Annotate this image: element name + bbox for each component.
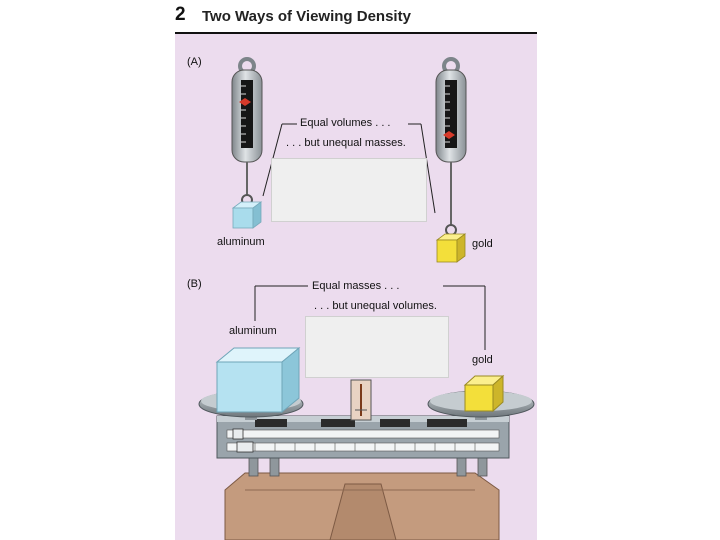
part-a-placeholder-box xyxy=(271,158,427,222)
gold-cube-large xyxy=(463,374,505,413)
gold-cube-small xyxy=(435,233,467,263)
figure-number: 2 xyxy=(175,4,186,25)
aluminum-cube-large xyxy=(215,346,301,414)
figure-title: Two Ways of Viewing Density xyxy=(202,8,411,25)
part-b-aluminum-label: aluminum xyxy=(229,325,277,337)
figure-header xyxy=(175,0,537,34)
spring-scale-left xyxy=(231,57,263,206)
part-b-placeholder-box xyxy=(305,316,449,378)
spring-scale-right xyxy=(435,57,467,236)
balance-pointer xyxy=(350,379,372,421)
part-b-line1: Equal masses . . . xyxy=(312,280,400,292)
part-a-aluminum-label: aluminum xyxy=(217,236,265,248)
part-b-gold-label: gold xyxy=(472,354,493,366)
part-a-gold-label: gold xyxy=(472,238,493,250)
bracket-b xyxy=(254,285,486,350)
header-rule xyxy=(175,32,537,34)
part-a-line1: Equal volumes . . . xyxy=(300,117,391,129)
balance-base xyxy=(224,472,500,540)
aluminum-cube-small xyxy=(231,201,263,229)
part-b-label: (B) xyxy=(187,278,202,290)
part-b-line2: . . . but unequal volumes. xyxy=(314,300,437,312)
part-a-line2: . . . but unequal masses. xyxy=(286,137,406,149)
illustration xyxy=(198,57,535,540)
balance-body xyxy=(216,415,510,459)
figure-panel: 2 Two Ways of Viewing Density xyxy=(175,0,537,540)
part-a-label: (A) xyxy=(187,56,202,68)
